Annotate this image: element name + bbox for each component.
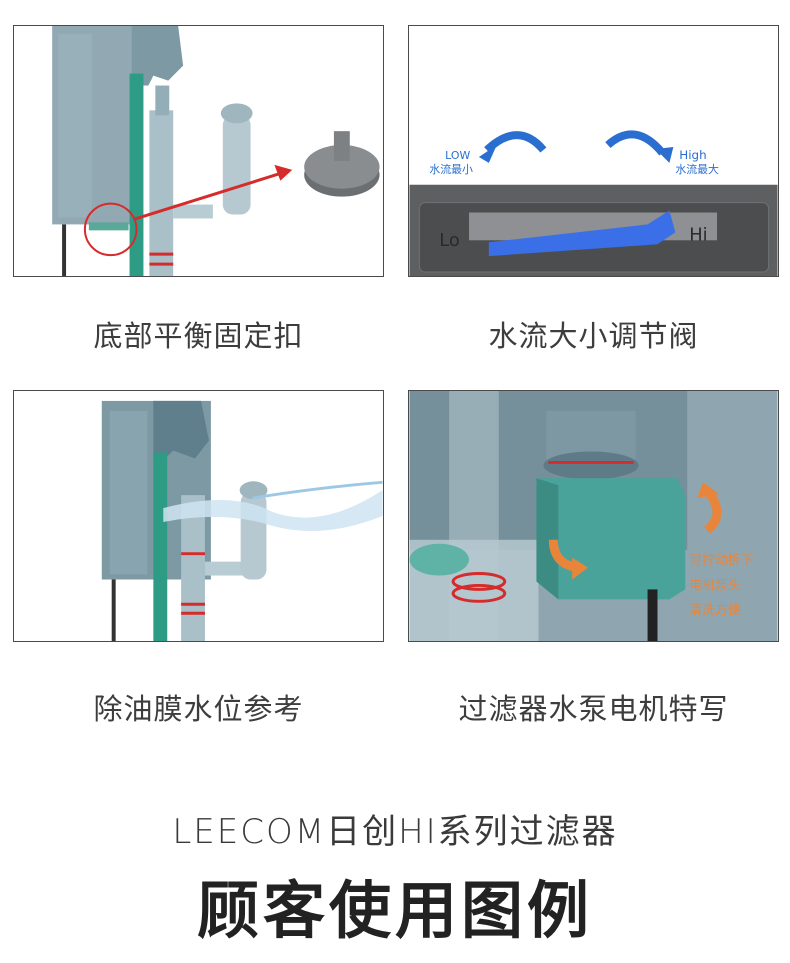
elbow-tube bbox=[173, 204, 213, 219]
power-cable bbox=[647, 589, 658, 641]
water-surface bbox=[163, 490, 383, 532]
highlight-circle bbox=[83, 202, 138, 257]
caption-flow-valve: 水流大小调节阀 bbox=[488, 319, 699, 353]
image-water-level bbox=[13, 390, 384, 642]
caption-bottom-clip: 底部平衡固定扣 bbox=[93, 319, 304, 353]
tank-glass bbox=[129, 73, 144, 276]
high-cn-label: 水流最大 bbox=[675, 162, 719, 176]
arrow-head bbox=[274, 164, 293, 181]
balance-clip bbox=[88, 222, 129, 231]
image-flow-valve: Lo Hi LOW 水流最小 High 水流最大 bbox=[408, 25, 779, 277]
high-arrow bbox=[605, 130, 666, 156]
pump-illustration: 可拧动拆下 电机泵头 清洗方便 bbox=[409, 391, 778, 641]
note-line-2: 电机泵头 bbox=[689, 578, 741, 593]
caption-pump-motor: 过滤器水泵电机特写 bbox=[458, 692, 729, 726]
filter-lid bbox=[131, 26, 184, 86]
flow-slider[interactable] bbox=[488, 210, 676, 257]
note-line-3: 清洗方便 bbox=[689, 602, 741, 618]
filter-illustration bbox=[52, 26, 380, 276]
skimmer bbox=[222, 115, 251, 215]
low-en-label: LOW bbox=[445, 149, 470, 162]
low-cn-label: 水流最小 bbox=[429, 162, 473, 176]
image-pump-motor: 可拧动拆下 电机泵头 清洗方便 bbox=[408, 390, 779, 642]
valve-illustration: Lo Hi LOW 水流最小 High 水流最大 bbox=[409, 26, 778, 276]
power-cable bbox=[62, 224, 67, 276]
slot-right-label: Hi bbox=[689, 224, 707, 245]
tank-glass bbox=[153, 452, 168, 641]
water-level-illustration bbox=[101, 400, 383, 641]
high-en-label: High bbox=[679, 148, 706, 162]
red-ring bbox=[451, 572, 507, 591]
arrow bbox=[133, 171, 283, 221]
note-line-1: 可拧动拆下 bbox=[689, 554, 754, 569]
caption-water-level: 除油膜水位参考 bbox=[93, 692, 304, 726]
low-arrow bbox=[484, 131, 547, 153]
elbow-tube bbox=[204, 561, 245, 576]
product-subtitle: LEECOM日创HI系列过滤器 bbox=[172, 812, 618, 852]
intake-tube bbox=[149, 110, 174, 276]
balance-clip bbox=[409, 543, 469, 576]
slot-left-label: Lo bbox=[439, 230, 460, 251]
image-bottom-clip bbox=[13, 25, 384, 277]
pump-housing bbox=[536, 478, 686, 600]
power-cable bbox=[111, 579, 116, 641]
filter-lid bbox=[153, 400, 209, 461]
page-title: 顾客使用图例 bbox=[196, 874, 593, 947]
filter-inner bbox=[58, 33, 92, 218]
